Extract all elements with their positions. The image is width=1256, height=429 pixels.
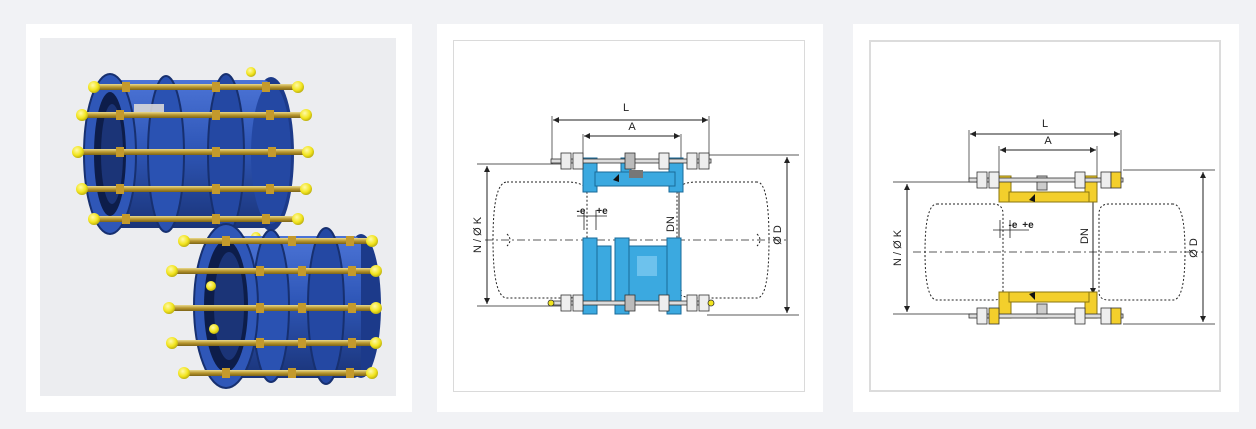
label-L: L [623,102,629,114]
upper-joint [72,67,314,242]
dismantling-joint-photo [72,67,382,389]
label-NK: N / Ø K [892,229,904,266]
label-DN: DN [1079,228,1091,244]
drawing-frame [869,40,1221,392]
yellow-drawing: L A -e +e N / Ø K DN Ø D [892,118,1215,325]
label-OD: Ø D [772,225,784,245]
label-plus-e: +e [596,206,608,217]
label-minus-e: -e [577,206,586,217]
lower-joint [163,223,382,389]
bolts-bottom [968,307,1124,325]
bolts-bottom [547,294,715,312]
blue-technical-drawing-panel: L A -e +e N / Ø K DN Ø D [437,24,823,412]
label-DN: DN [665,216,677,232]
product-photo-panel [26,24,412,412]
label-A: A [1044,135,1052,147]
bolts-top [968,171,1124,189]
drawing-frame [453,40,805,392]
label-A: A [628,121,636,133]
label-NK: N / Ø K [472,216,484,253]
label-plus-e: +e [1022,220,1034,231]
label-L: L [1042,118,1048,130]
left-pipe-outline [924,203,1004,301]
bolts-top [550,152,712,170]
yellow-joint-section-top [998,175,1098,203]
yellow-technical-drawing-panel: L A -e +e N / Ø K DN Ø D [853,24,1239,412]
right-pipe-outline [1098,203,1186,301]
blue-drawing: L A -e +e N / Ø K DN Ø D [472,102,799,316]
right-pipe-outline [676,181,770,299]
label-OD: Ø D [1188,238,1200,258]
label-minus-e: -e [1009,220,1018,231]
